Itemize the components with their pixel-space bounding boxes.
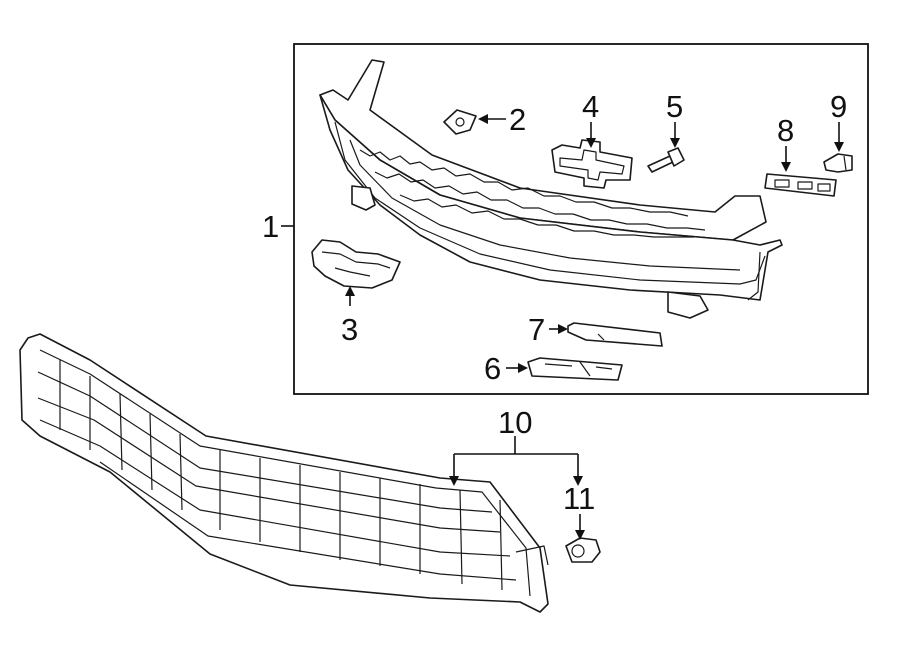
bowtie-emblem-part[interactable] [551,139,633,189]
callout-5: 5 [666,89,683,124]
upper-grille-part[interactable] [319,59,783,319]
upper-assembly-box [293,43,869,395]
callout-8: 8 [777,113,794,148]
callout-10: 10 [498,405,532,440]
callout-11: 11 [563,481,595,516]
clip-nut-part[interactable] [443,109,477,135]
callout-2: 2 [509,102,526,137]
bumper-plug-part[interactable] [565,537,601,563]
badge-part[interactable] [764,173,837,197]
callout-4: 4 [582,89,599,124]
callout-leaders [281,114,844,540]
bolt-part[interactable] [647,147,685,173]
callout-3: 3 [341,312,358,347]
lower-grille-part[interactable] [19,333,549,613]
trim-strip-part[interactable] [567,322,663,347]
clip-part[interactable] [823,153,853,173]
callout-9: 9 [830,89,847,124]
nameplate-part[interactable] [527,357,623,381]
callout-1: 1 [262,209,279,244]
callout-7: 7 [528,312,545,347]
emblem-bracket-part[interactable] [311,239,401,289]
callout-6: 6 [484,351,501,386]
